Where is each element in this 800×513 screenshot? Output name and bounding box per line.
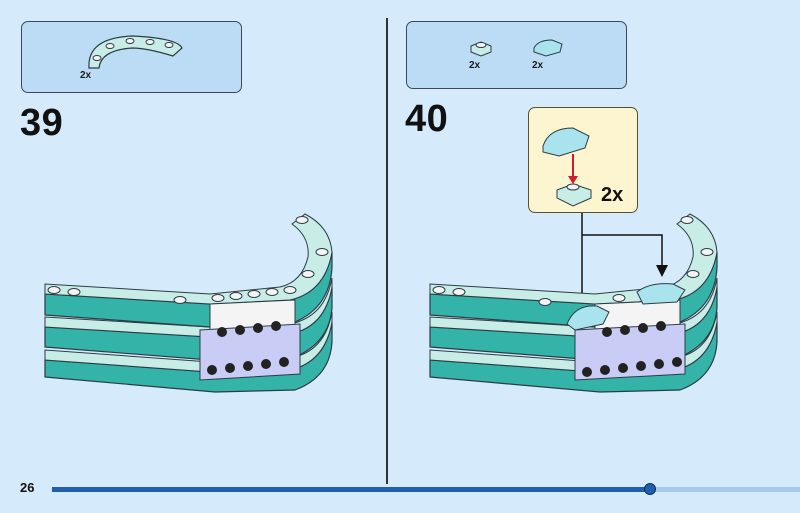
progress-knob: [644, 483, 657, 495]
step-39-parts-box: 2x: [21, 21, 242, 93]
step-divider: [386, 18, 388, 484]
step-number-40: 40: [405, 98, 449, 140]
round-stud-plate-part: [470, 41, 492, 57]
part-qty: 2x: [80, 70, 92, 81]
curved-plate-part: [88, 35, 183, 69]
part-qty: 2x: [532, 60, 544, 71]
step-number-39: 39: [20, 102, 64, 144]
callout-qty: 2x: [601, 184, 624, 206]
step-39-model: [44, 213, 333, 393]
progress-fill: [52, 487, 651, 492]
step-40-model: [429, 213, 718, 393]
curved-slope-part: [533, 39, 563, 57]
part-qty: 2x: [469, 60, 481, 71]
page-number: 26: [20, 480, 35, 495]
slope-on-plate-assembly: [542, 127, 592, 207]
step-40-parts-box: 2x 2x: [406, 21, 627, 89]
sub-assembly-callout: [528, 107, 638, 213]
progress-track: [52, 483, 800, 495]
